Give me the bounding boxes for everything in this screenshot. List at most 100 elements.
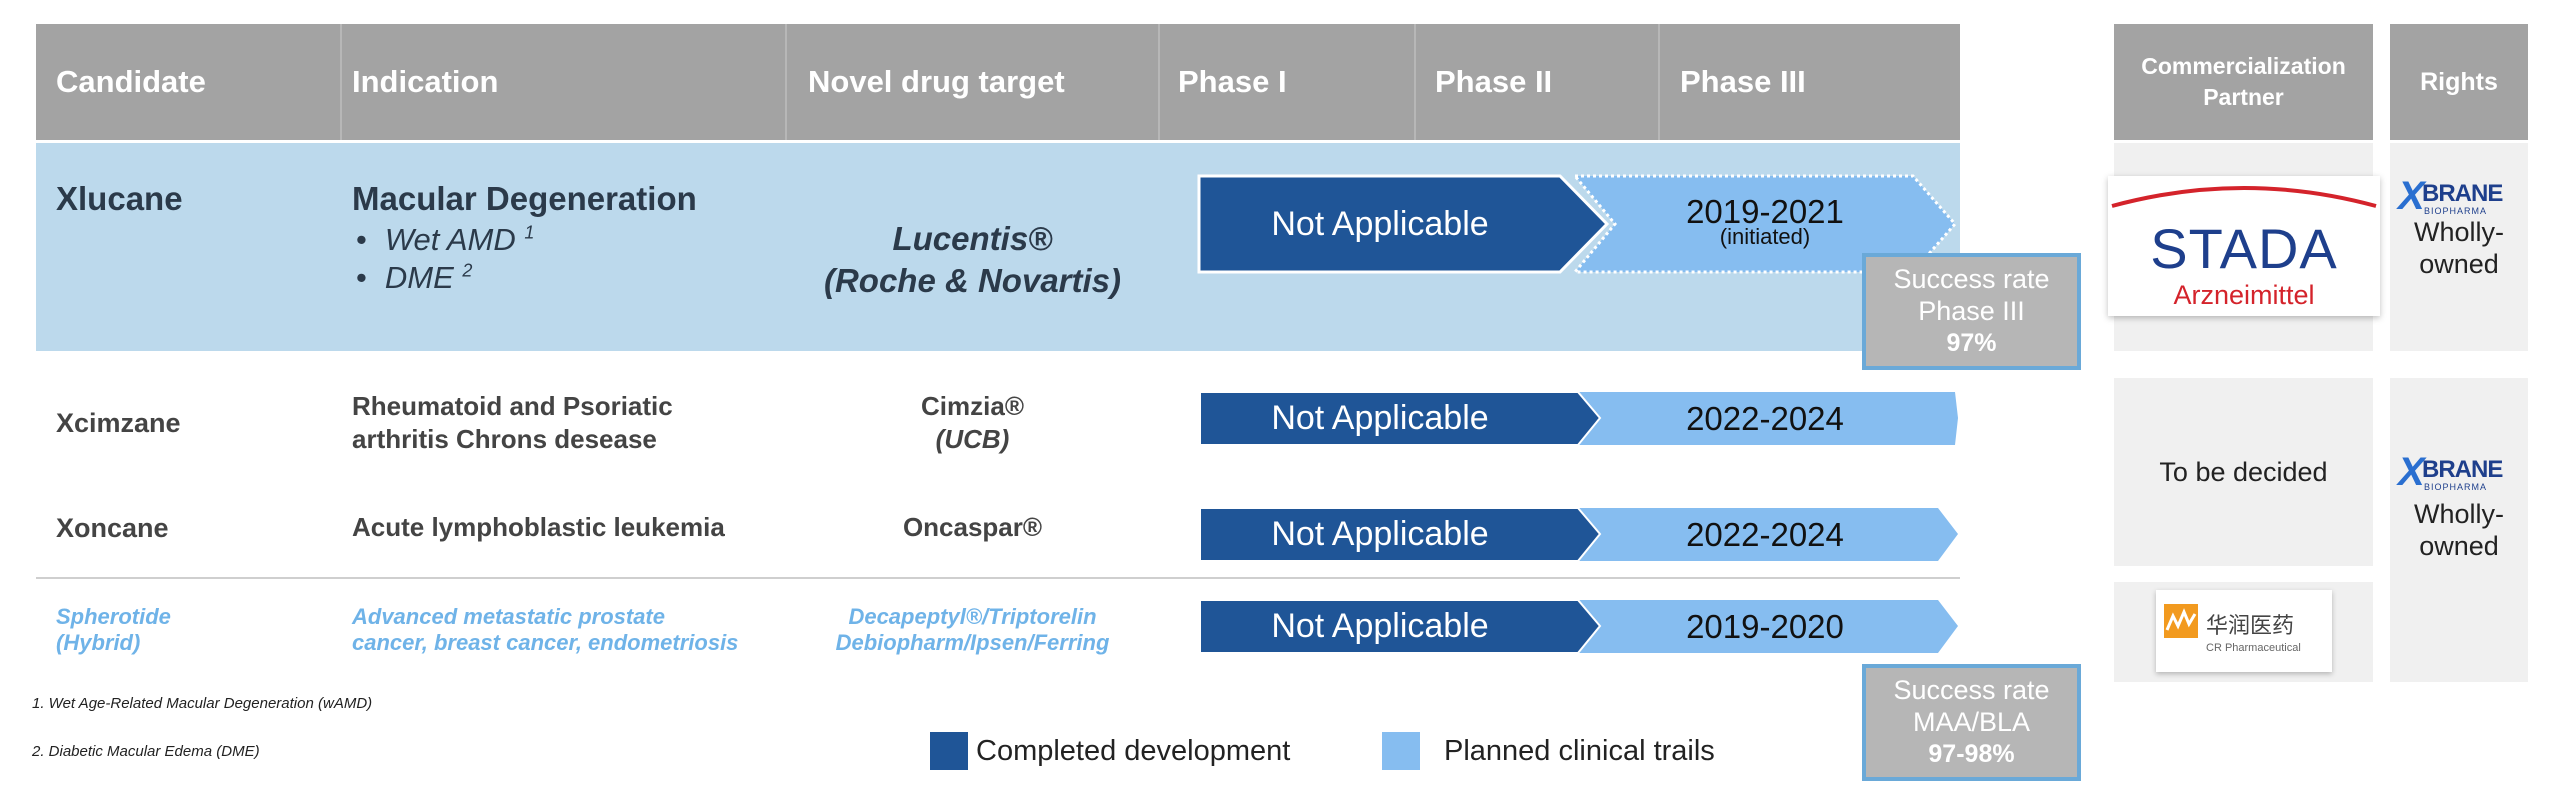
indication-title: Macular Degeneration bbox=[352, 180, 697, 217]
xbrane-name: BRANE bbox=[2422, 180, 2503, 207]
legend-planned-swatch bbox=[1382, 732, 1420, 770]
target-line: (Roche & Novartis) bbox=[823, 262, 1122, 299]
header-phase-2: Phase II bbox=[1435, 64, 1553, 99]
planned-label: 2022-2024 bbox=[1686, 400, 1844, 437]
target-line: (UCB) bbox=[935, 424, 1010, 454]
target-line: Oncaspar® bbox=[902, 512, 1043, 542]
indication-line: Rheumatoid and Psoriatic bbox=[352, 391, 673, 421]
completed-arrow bbox=[1199, 507, 1602, 562]
row-candidate: Xcimzane bbox=[56, 408, 181, 438]
header-divider bbox=[340, 24, 342, 140]
row-candidate: Xoncane bbox=[56, 513, 169, 543]
planned-arrow bbox=[1578, 508, 1958, 561]
cr-pharma-cn: 华润医药 bbox=[2206, 613, 2295, 638]
indication-line: Advanced metastatic prostate bbox=[352, 604, 665, 629]
footnote: 1. Wet Age-Related Macular Degeneration … bbox=[32, 695, 373, 712]
planned-note: (initiated) bbox=[1719, 224, 1811, 249]
rights-line: Wholly- bbox=[2413, 499, 2504, 529]
candidate-line: Spherotide bbox=[56, 604, 171, 629]
row-candidate: Xlucane bbox=[56, 180, 183, 217]
stada-name: STADA bbox=[2150, 217, 2338, 280]
completed-label: Not Applicable bbox=[1271, 205, 1489, 243]
header-divider bbox=[1414, 24, 1416, 140]
completed-label: Not Applicable bbox=[1271, 515, 1489, 553]
row-indication: Macular Degeneration • Wet AMD 1 • DME 2 bbox=[352, 180, 752, 296]
header-divider bbox=[1158, 24, 1160, 140]
row-target: Lucentis® (Roche & Novartis) bbox=[790, 218, 1155, 302]
header-candidate: Candidate bbox=[56, 64, 206, 99]
completed-arrow bbox=[1199, 391, 1602, 446]
footnote: 2. Diabetic Macular Edema (DME) bbox=[32, 743, 260, 760]
success-rate-box: Success rate Phase III 97% bbox=[1862, 253, 2081, 370]
rights-line: owned bbox=[2419, 531, 2499, 561]
footnote-marker: 1 bbox=[524, 222, 535, 243]
row-divider bbox=[36, 577, 1960, 579]
indication-line: cancer, breast cancer, endometriosis bbox=[352, 630, 739, 655]
pipeline-header bbox=[36, 24, 1960, 140]
row-indication: Acute lymphoblastic leukemia bbox=[352, 511, 792, 544]
rights-cell bbox=[2390, 143, 2528, 351]
candidate-line: (Hybrid) bbox=[56, 630, 141, 655]
rights-line: owned bbox=[2419, 249, 2499, 279]
xbrane-logo: X BRANE BIOPHARMA bbox=[2398, 174, 2522, 218]
row-indication: Advanced metastatic prostate cancer, bre… bbox=[352, 604, 792, 656]
row-candidate: Spherotide (Hybrid) bbox=[56, 604, 171, 656]
header-divider bbox=[785, 24, 787, 140]
stada-swoosh-icon bbox=[2111, 186, 2377, 208]
cr-pharma-icon bbox=[2164, 604, 2198, 638]
bullet-dot: • bbox=[356, 222, 367, 257]
success-line: Success rate bbox=[1893, 264, 2050, 294]
rights-status: Wholly- owned bbox=[2390, 498, 2528, 562]
stada-sub: Arzneimittel bbox=[2173, 280, 2315, 310]
planned-arrow bbox=[1578, 600, 1958, 653]
header-phase-1: Phase I bbox=[1178, 64, 1287, 99]
header-rights-label: Rights bbox=[2420, 67, 2498, 96]
header-partner: Commercialization Partner bbox=[2114, 24, 2373, 140]
phase-arrows bbox=[1197, 174, 1957, 274]
success-value: 97% bbox=[1946, 329, 1997, 357]
success-line: MAA/BLA bbox=[1912, 707, 2031, 737]
rights-cell bbox=[2390, 378, 2528, 682]
cr-pharma-en: CR Pharmaceutical bbox=[2206, 642, 2301, 654]
success-line: Phase III bbox=[1918, 296, 2025, 326]
bullet-text: Wet AMD bbox=[384, 222, 516, 257]
indication-line: arthritis Chrons desease bbox=[352, 424, 657, 454]
planned-label: 2019-2020 bbox=[1686, 608, 1844, 645]
row-target: Oncaspar® bbox=[790, 511, 1155, 544]
completed-label: Not Applicable bbox=[1271, 607, 1489, 645]
target-line: Lucentis® bbox=[892, 220, 1053, 257]
header-divider bbox=[1658, 24, 1660, 140]
legend-planned-label: Planned clinical trails bbox=[1444, 735, 1715, 767]
row-target: Decapeptyl®/Triptorelin Debiopharm/Ipsen… bbox=[790, 604, 1155, 656]
partner-cell: To be decided bbox=[2114, 378, 2373, 566]
header-rights: Rights bbox=[2390, 24, 2528, 140]
success-line: Success rate bbox=[1893, 675, 2050, 705]
cr-pharma-logo: 华润医药 CR Pharmaceutical bbox=[2156, 590, 2332, 672]
target-line: Decapeptyl®/Triptorelin bbox=[848, 604, 1097, 629]
success-value: 97-98% bbox=[1928, 740, 2015, 768]
phase-arrows bbox=[1199, 599, 1958, 654]
success-rate-box: Success rate MAA/BLA 97-98% bbox=[1862, 664, 2081, 781]
xbrane-x: X bbox=[2398, 174, 2425, 218]
header-indication: Indication bbox=[352, 64, 499, 99]
header-target: Novel drug target bbox=[808, 64, 1065, 99]
rights-line: Wholly- bbox=[2413, 217, 2504, 247]
completed-label: Not Applicable bbox=[1271, 399, 1489, 437]
footnote-marker: 2 bbox=[462, 260, 473, 281]
bullet-dot: • bbox=[356, 260, 367, 295]
planned-arrow bbox=[1578, 392, 1958, 445]
planned-label: 2022-2024 bbox=[1686, 516, 1844, 553]
xbrane-logo: X BRANE BIOPHARMA bbox=[2398, 450, 2522, 494]
header-partner-label: Commercialization Partner bbox=[2141, 53, 2346, 110]
bullet-text: DME bbox=[384, 260, 454, 295]
stada-logo: STADA Arzneimittel bbox=[2108, 176, 2380, 316]
row-indication: Rheumatoid and Psoriatic arthritis Chron… bbox=[352, 390, 772, 456]
legend-completed-label: Completed development bbox=[976, 735, 1291, 767]
legend-completed-swatch bbox=[930, 732, 968, 770]
partner-tbd: To be decided bbox=[2159, 456, 2328, 487]
indication-bullet: • DME 2 bbox=[352, 260, 752, 296]
target-line: Debiopharm/Ipsen/Ferring bbox=[835, 630, 1110, 655]
completed-arrow bbox=[1197, 174, 1610, 274]
completed-arrow bbox=[1199, 599, 1602, 654]
row-target: Cimzia® (UCB) bbox=[790, 390, 1155, 456]
